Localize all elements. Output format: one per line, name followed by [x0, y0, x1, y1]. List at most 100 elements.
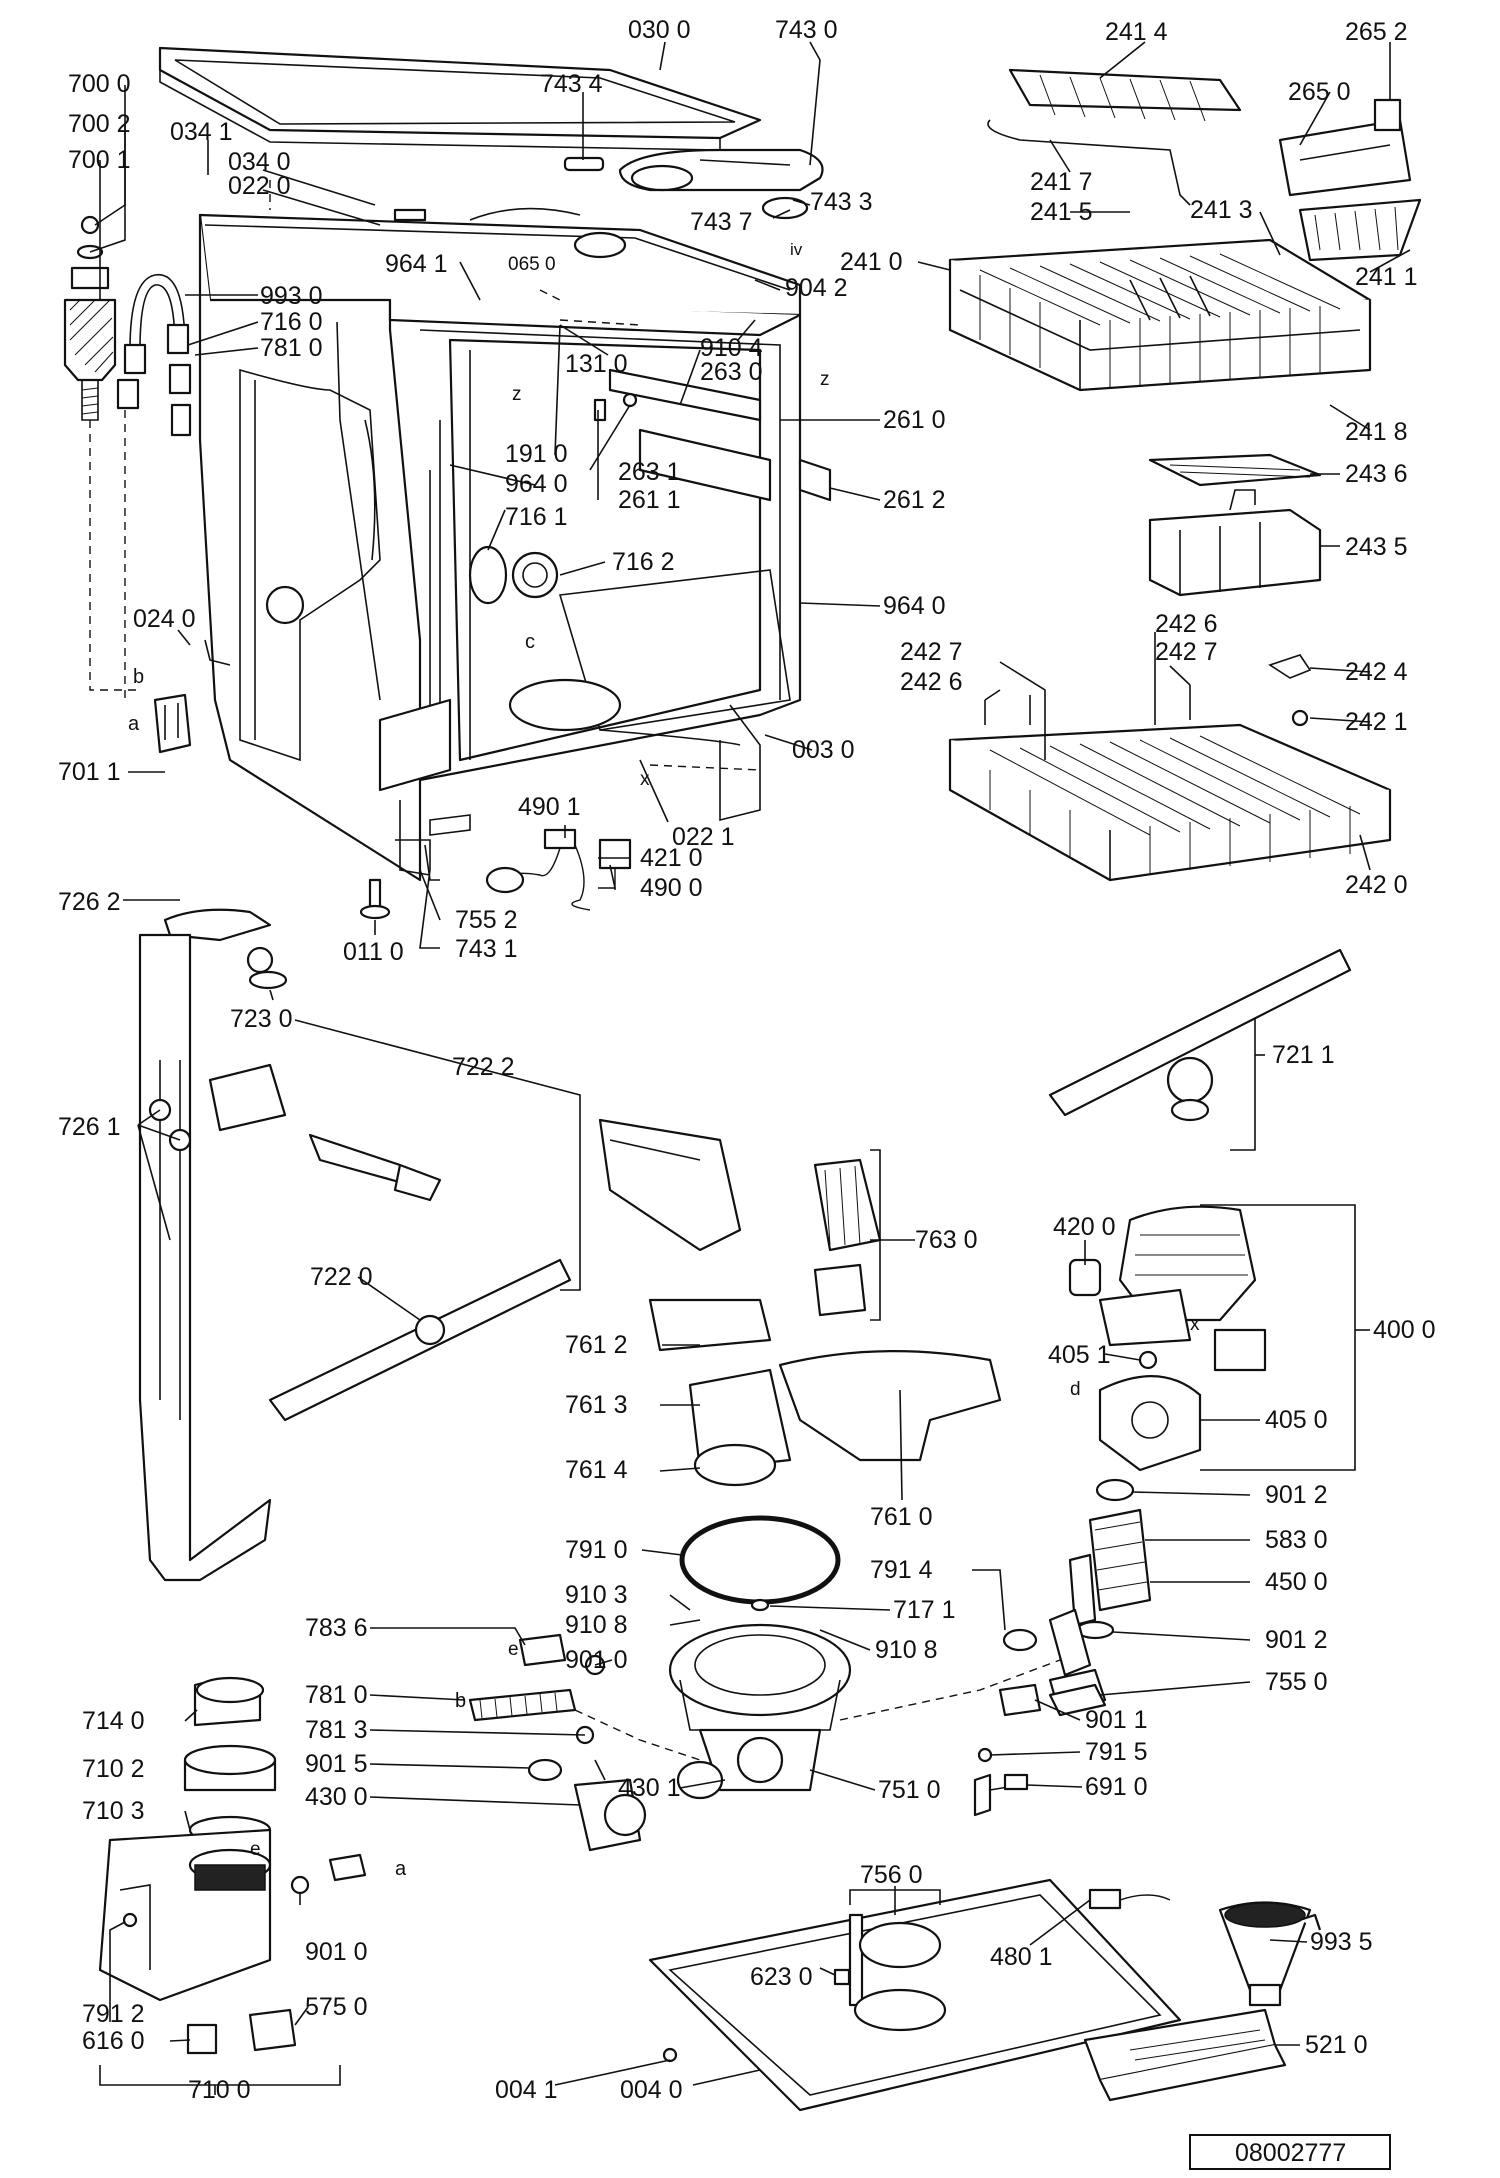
label-243-5: 243 5 [1345, 533, 1408, 561]
label-241-4: 241 4 [1105, 18, 1168, 46]
label-721-1: 721 1 [1272, 1041, 1335, 1069]
label-901-0b: 901 0 [305, 1938, 368, 1966]
letter-a: a [128, 713, 140, 735]
label-405-0: 405 0 [1265, 1406, 1328, 1434]
label-421-0: 421 0 [640, 844, 703, 872]
part-filter-assembly [598, 1118, 1002, 1487]
label-964-0a: 964 0 [505, 470, 568, 498]
label-743-1: 743 1 [455, 935, 518, 963]
label-405-1: 405 1 [1048, 1341, 1111, 1369]
label-756-0: 756 0 [860, 1861, 923, 1889]
label-034-0: 034 0 [228, 148, 291, 176]
part-electrical [485, 828, 632, 911]
part-heater [1048, 1478, 1152, 1717]
label-242-6b: 242 6 [900, 668, 963, 696]
label-450-0: 450 0 [1265, 1568, 1328, 1596]
label-583-0: 583 0 [1265, 1526, 1328, 1554]
label-755-0: 755 0 [1265, 1668, 1328, 1696]
letter-a-2: a [395, 1858, 407, 1880]
letter-e-2: e [250, 1839, 261, 1860]
part-water-softener [98, 1676, 367, 2055]
label-022-0: 022 0 [228, 172, 291, 200]
label-763-0: 763 0 [915, 1226, 978, 1254]
letter-e: e [508, 1639, 519, 1660]
label-755-2: 755 2 [455, 906, 518, 934]
label-910-4: 910 4 [700, 334, 763, 362]
label-901-2b: 901 2 [1265, 1626, 1328, 1654]
label-011-0: 011 0 [343, 938, 404, 966]
part-drain-pump [573, 1759, 647, 1852]
label-065-0: 065 0 [508, 254, 556, 275]
label-743-3: 743 3 [810, 188, 873, 216]
part-upper-basket [948, 238, 1372, 392]
label-265-0: 265 0 [1288, 78, 1351, 106]
label-910-3: 910 3 [565, 1581, 628, 1609]
label-964-1: 964 1 [385, 250, 448, 278]
label-241-5: 241 5 [1030, 198, 1093, 226]
label-716-0: 716 0 [260, 308, 323, 336]
label-430-0: 430 0 [305, 1783, 368, 1811]
label-034-1: 034 1 [170, 118, 233, 146]
part-hoses-lower [468, 1633, 1061, 1782]
label-722-2: 722 2 [452, 1053, 515, 1081]
label-241-0: 241 0 [840, 248, 903, 276]
group-brackets [99, 1018, 1370, 2095]
label-004-1: 004 1 [495, 2076, 558, 2104]
label-993-5: 993 5 [1310, 1928, 1373, 1956]
label-701-1: 701 1 [58, 758, 121, 786]
label-904-2: 904 2 [785, 274, 848, 302]
label-716-1: 716 1 [505, 503, 568, 531]
reference-letters: b a z z c iv x x d e e b a [128, 240, 1200, 1880]
part-control-panel [1083, 2008, 1287, 2102]
label-490-1: 490 1 [518, 793, 581, 821]
label-623-0: 623 0 [750, 1963, 813, 1991]
letter-b: b [133, 666, 144, 688]
label-241-1: 241 1 [1355, 263, 1418, 291]
label-781-0: 781 0 [260, 334, 323, 362]
letter-d: d [1070, 1379, 1081, 1400]
label-743-0: 743 0 [775, 16, 838, 44]
label-714-0: 714 0 [82, 1707, 145, 1735]
part-rails [593, 368, 832, 502]
label-743-7: 743 7 [690, 208, 753, 236]
label-700-2: 700 2 [68, 110, 131, 138]
label-743-4: 743 4 [540, 70, 603, 98]
label-710-3: 710 3 [82, 1797, 145, 1825]
label-700-1: 700 1 [68, 146, 131, 174]
label-717-1: 717 1 [893, 1596, 956, 1624]
label-722-0: 722 0 [310, 1263, 373, 1291]
label-003-0: 003 0 [792, 736, 855, 764]
letter-c: c [525, 631, 535, 653]
label-261-2: 261 2 [883, 486, 946, 514]
part-number-labels: 030 0 743 0 743 4 743 3 743 7 700 0 700 … [58, 16, 1436, 2104]
label-781-3: 781 3 [305, 1716, 368, 1744]
label-241-3: 241 3 [1190, 196, 1253, 224]
label-575-0: 575 0 [305, 1993, 368, 2021]
label-691-0: 691 0 [1085, 1773, 1148, 1801]
label-783-6: 783 6 [305, 1614, 368, 1642]
part-sump-gasket [679, 1515, 841, 1605]
part-rack-adjuster [1278, 98, 1412, 197]
label-726-1: 726 1 [58, 1113, 121, 1141]
label-901-1: 901 1 [1085, 1706, 1148, 1734]
label-781-0b: 781 0 [305, 1681, 368, 1709]
letter-x: x [640, 769, 650, 790]
letter-z: z [512, 384, 522, 405]
part-hose-connector [973, 1683, 1107, 1817]
leader-lines [89, 41, 1411, 2086]
drawing-number-box: 08002777 [1189, 2134, 1391, 2170]
label-723-0: 723 0 [230, 1005, 293, 1033]
label-761-0: 761 0 [870, 1503, 933, 1531]
part-rack-comb [987, 68, 1242, 206]
letter-z-2: z [820, 369, 830, 390]
label-400-0: 400 0 [1373, 1316, 1436, 1344]
label-243-6: 243 6 [1345, 460, 1408, 488]
label-263-0: 263 0 [700, 358, 763, 386]
label-241-7: 241 7 [1030, 168, 1093, 196]
part-hose [116, 273, 192, 437]
label-901-5: 901 5 [305, 1750, 368, 1778]
label-241-8: 241 8 [1345, 418, 1408, 446]
connection-lines [89, 180, 761, 771]
label-710-0: 710 0 [188, 2076, 251, 2104]
